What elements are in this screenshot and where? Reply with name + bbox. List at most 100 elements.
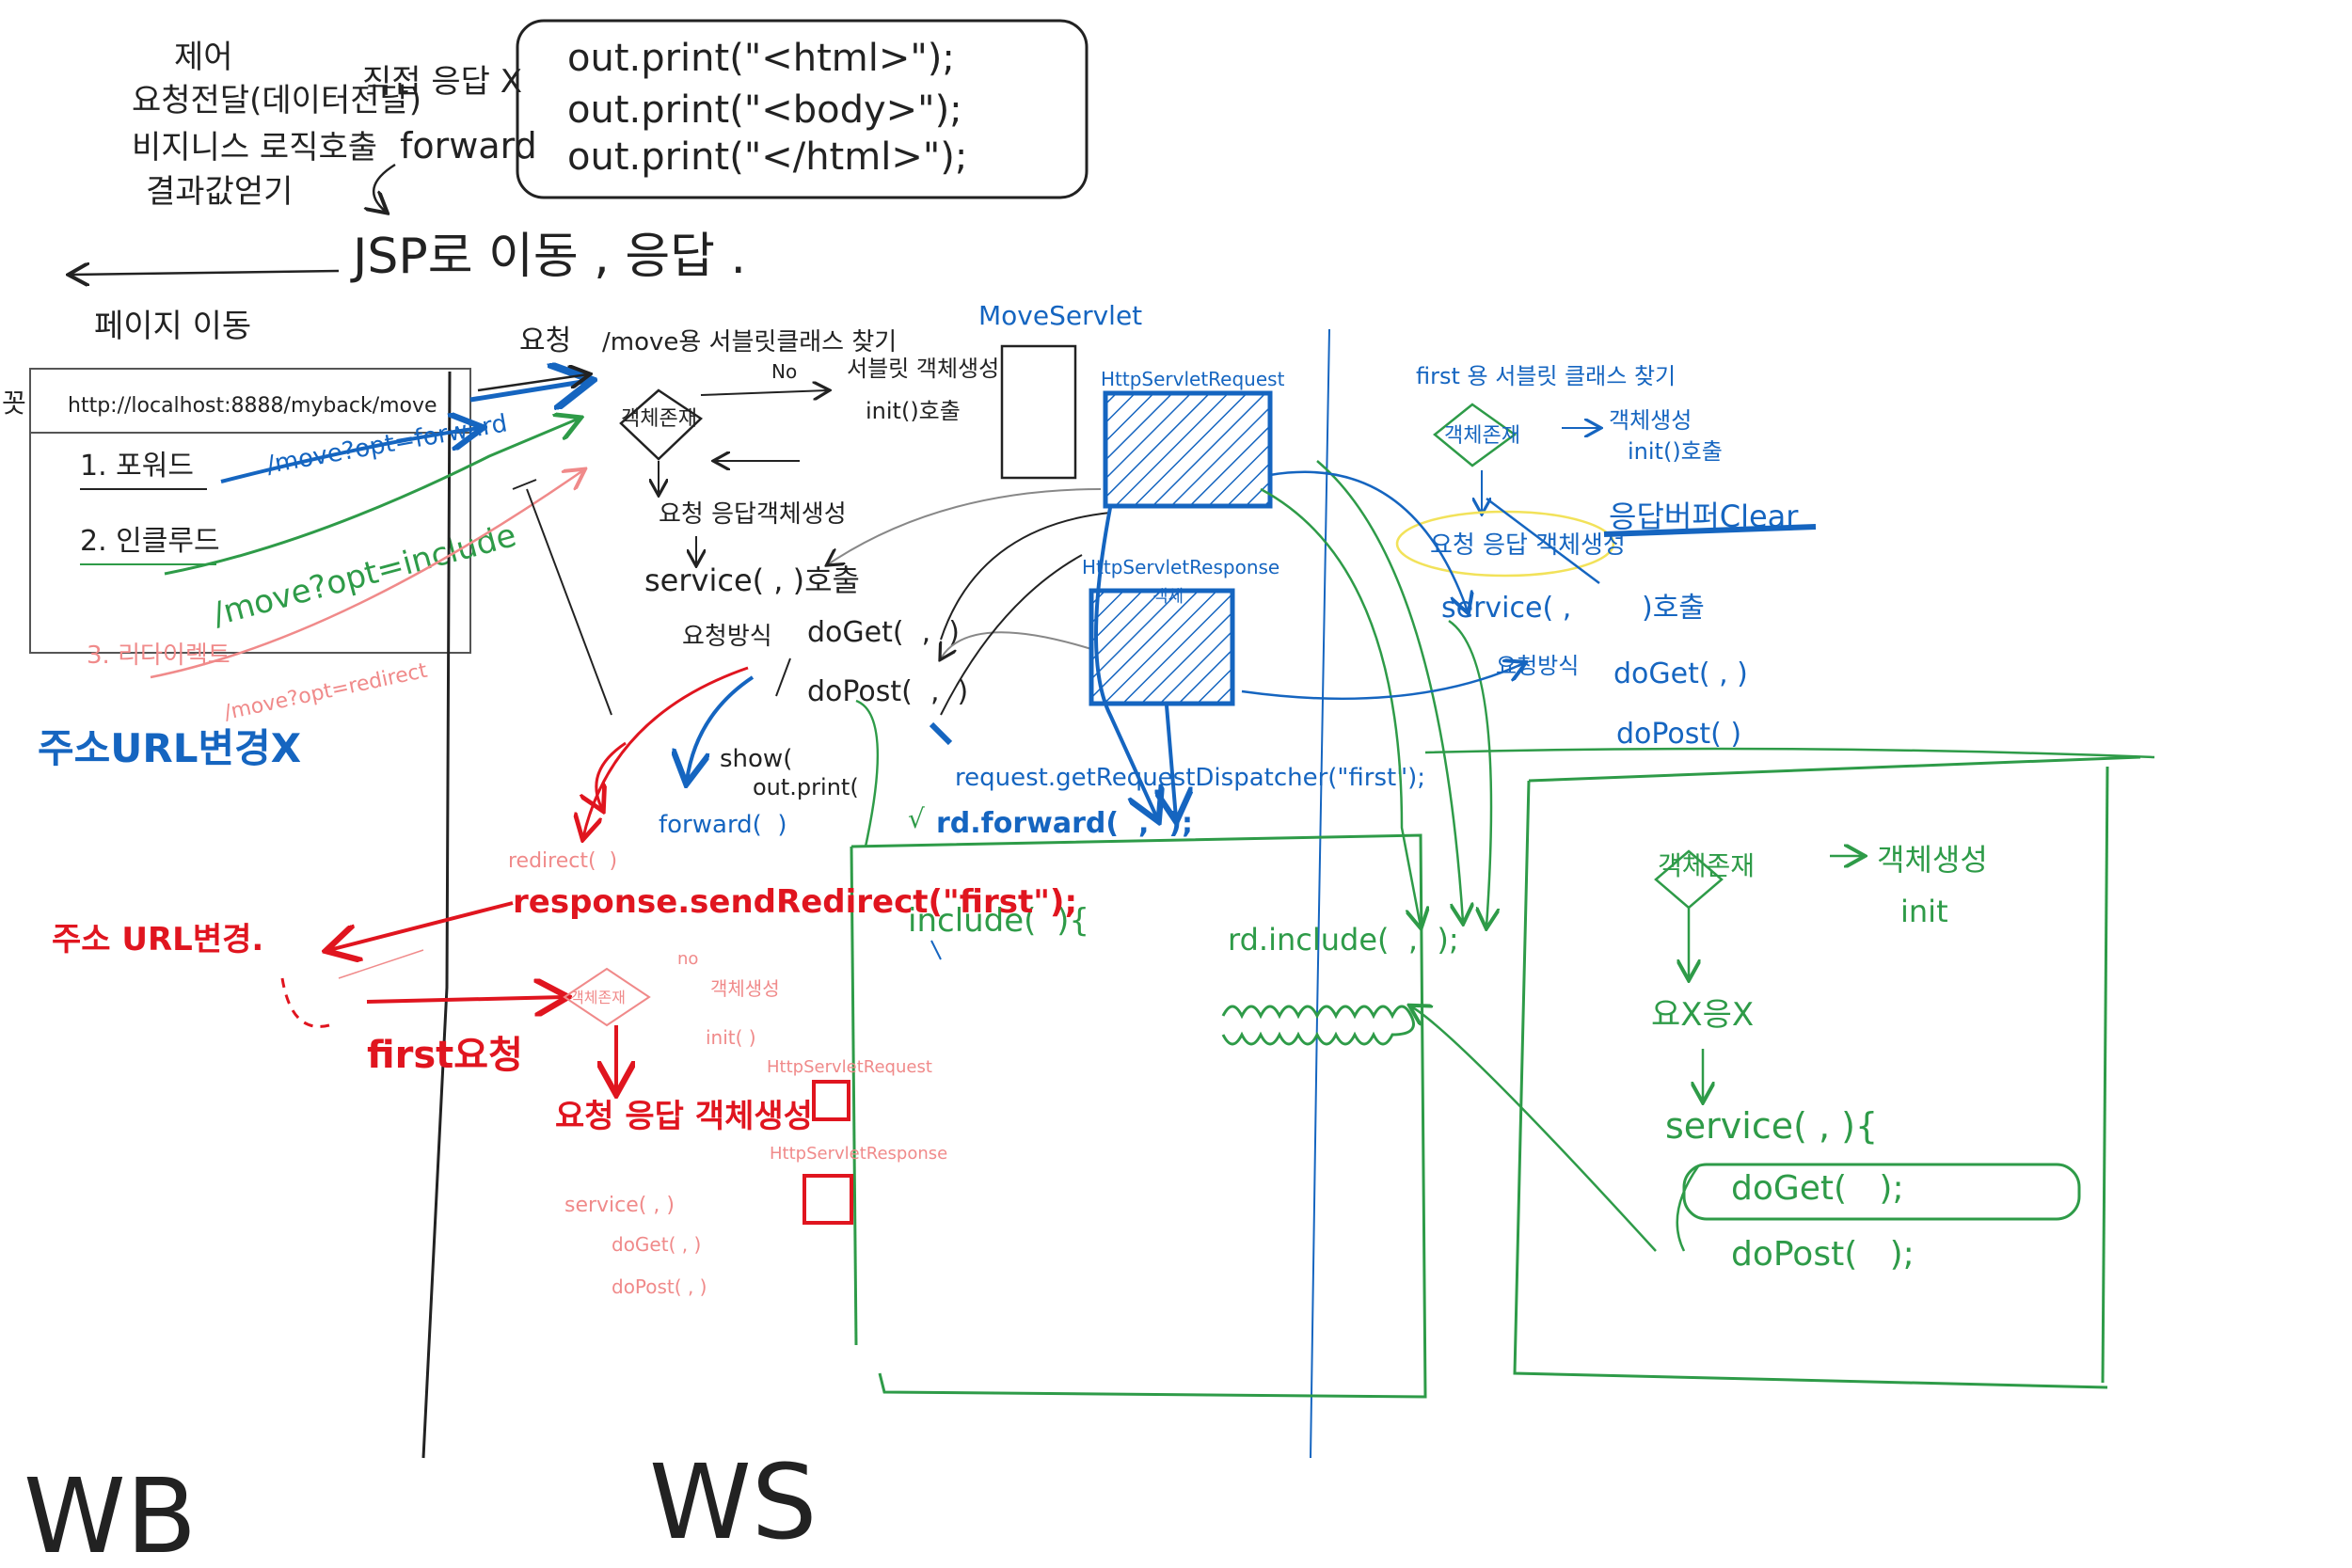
first-find-class: first 용 서블릿 클래스 찾기: [1416, 363, 1676, 389]
code-line-body: out.print("<body>");: [567, 88, 962, 132]
redirect-call: redirect( ): [508, 849, 617, 873]
request-object-box: [1103, 390, 1273, 509]
note-request-transfer: 요청전달(데이터전달): [132, 82, 421, 119]
link-redirect: /move?opt=redirect: [222, 659, 430, 725]
redirect-flow: redirect( ) response.sendRedirect("first…: [280, 666, 1077, 1298]
flow-show: show(: [720, 745, 792, 773]
browser-window: 페이지 이동 꼿 http://localhost:8888/myback/mo…: [2, 308, 520, 958]
inc-dopost: doPost( );: [1731, 1235, 1915, 1274]
inc-init: init: [1900, 894, 1948, 929]
flow-find-class: /move용 서블릿클래스 찾기: [602, 328, 897, 356]
move-res-label: HttpServletResponse: [1082, 556, 1279, 578]
redir-doget: doGet( , ): [612, 1233, 701, 1256]
servlet-boundary-line: [1310, 328, 1330, 1459]
first-create-req-res: 요청 응답 객체생성: [1430, 531, 1626, 560]
flow-init: init()호출: [866, 398, 961, 424]
move-servlet-instance: [1000, 344, 1077, 480]
code-line-end-html: out.print("</html>");: [567, 135, 967, 179]
note-no-direct-response: 직접 응답 X: [362, 63, 522, 101]
redir-no-mark: no: [677, 949, 698, 969]
move-servlet: MoveServlet HttpServletRequest HttpServl…: [978, 300, 1285, 818]
redir-dopost: doPost( , ): [612, 1275, 707, 1298]
first-request-label: first요청: [367, 1034, 523, 1077]
flow-method: 요청방식: [682, 623, 772, 651]
move-servlet-title: MoveServlet: [978, 300, 1142, 331]
flow-exists: 객체존재: [621, 407, 697, 431]
flow-doget: doGet( , ): [807, 616, 960, 649]
inc-create: 객체생성: [1877, 842, 1988, 878]
rd-forward-line: rd.forward( , );: [936, 807, 1193, 840]
inc-doget: doGet( );: [1731, 1169, 1904, 1208]
menu-redirect: 3. 리다이렉트: [87, 641, 230, 670]
first-exists: 객체존재: [1444, 424, 1520, 448]
first-init: init()호출: [1628, 438, 1723, 465]
inc-service: service( , ){: [1665, 1105, 1878, 1147]
menu-forward: 1. 포워드: [80, 450, 194, 483]
redir-service: service( , ): [564, 1194, 675, 1217]
forward-down-arrow: [373, 163, 396, 212]
flow-outprint: out.print(: [753, 774, 859, 800]
inc-exists: 객체존재: [1658, 850, 1755, 881]
flow-no: No: [771, 360, 797, 383]
url-unchanged-note: 주소URL변경X: [38, 725, 301, 771]
note-get-result: 결과값얻기: [146, 173, 293, 211]
flow-create-servlet: 서블릿 객체생성: [847, 356, 999, 382]
send-redirect-line: response.sendRedirect("first");: [513, 883, 1077, 921]
redir-exists: 객체존재: [570, 989, 626, 1006]
link-include: /move?opt=include: [209, 516, 520, 634]
redir-res-label: HttpServletResponse: [770, 1144, 947, 1164]
included-servlet-box: 객체존재 객체생성 init 요X응X service( , ){ doGet(…: [1411, 747, 2155, 1389]
redir-res-box: [803, 1174, 853, 1225]
page-move-title: 페이지 이동: [94, 308, 251, 345]
redir-init: init( ): [706, 1026, 756, 1049]
code-box: out.print("<html>"); out.print("<body>")…: [516, 19, 1089, 199]
include-check: √: [908, 803, 925, 834]
flow-dopost: doPost( , ): [807, 675, 968, 708]
flow-request: 요청: [519, 325, 571, 357]
exists-decision: [619, 388, 703, 461]
buffer-coil: [1221, 1005, 1415, 1046]
browser-frame: [29, 368, 471, 654]
note-control: 제어: [174, 39, 233, 76]
note-forward: forward: [400, 125, 537, 166]
include-call: include( ){: [908, 902, 1089, 940]
forward-call: forward( ): [659, 811, 787, 839]
redir-create-req-res: 요청 응답 객체생성: [555, 1098, 813, 1135]
first-call: )호출: [1642, 592, 1705, 625]
first-dopost: doPost( ): [1616, 718, 1741, 751]
code-line-html: out.print("<html>");: [567, 37, 955, 80]
redir-create: 객체생성: [710, 977, 780, 1000]
note-business-logic: 비지니스 로직호출: [132, 129, 377, 166]
address-bar-url: http://localhost:8888/myback/move: [68, 394, 437, 418]
side-mark: 꼿: [2, 388, 26, 419]
wb-label: WB: [24, 1456, 197, 1568]
top-left-notes: 제어 요청전달(데이터전달) 비지니스 로직호출 결과값얻기 직접 응답 X f…: [132, 39, 746, 285]
jsp-left-arrow: [71, 271, 340, 275]
menu-include: 2. 인클루드: [80, 525, 220, 558]
first-doget: doGet( , ): [1613, 657, 1748, 690]
server-flow: 요청 /move용 서블릿클래스 찾기 객체존재 No 서블릿 객체생성 ini…: [519, 325, 999, 800]
redirect-response-arrow: [329, 901, 514, 950]
url-changed-note: 주소 URL변경.: [52, 921, 263, 958]
move-req-label: HttpServletRequest: [1101, 368, 1285, 390]
first-create: 객체생성: [1609, 407, 1692, 434]
include-container: include( ){ rd.include( , ); √: [850, 460, 1491, 1399]
first-request-arrow: [366, 997, 564, 1002]
redir-req-box: [812, 1080, 850, 1121]
redirect-request-arrow: [150, 470, 583, 679]
first-method: 요청방식: [1496, 653, 1579, 679]
flow-service: service( , )호출: [644, 562, 860, 598]
client-server-divider: [421, 371, 452, 1459]
get-dispatcher-line: request.getRequestDispatcher("first");: [955, 764, 1425, 792]
ws-label: WS: [649, 1442, 818, 1562]
note-jsp-move: JSP로 이동 , 응답 .: [350, 229, 746, 285]
forward-code: request.getRequestDispatcher("first"); r…: [659, 675, 1425, 960]
response-object-box: [1089, 588, 1235, 706]
include-request-arrow: [164, 419, 579, 576]
first-servlet-flow: first 용 서블릿 클래스 찾기 객체존재 객체생성 init()호출 요청…: [1241, 363, 1817, 751]
redir-req-label: HttpServletRequest: [767, 1057, 932, 1077]
inc-no-req-res: 요X응X: [1651, 996, 1754, 1034]
rd-include-line: rd.include( , );: [1228, 922, 1459, 958]
flow-create-req-res: 요청 응답객체생성: [659, 500, 847, 529]
